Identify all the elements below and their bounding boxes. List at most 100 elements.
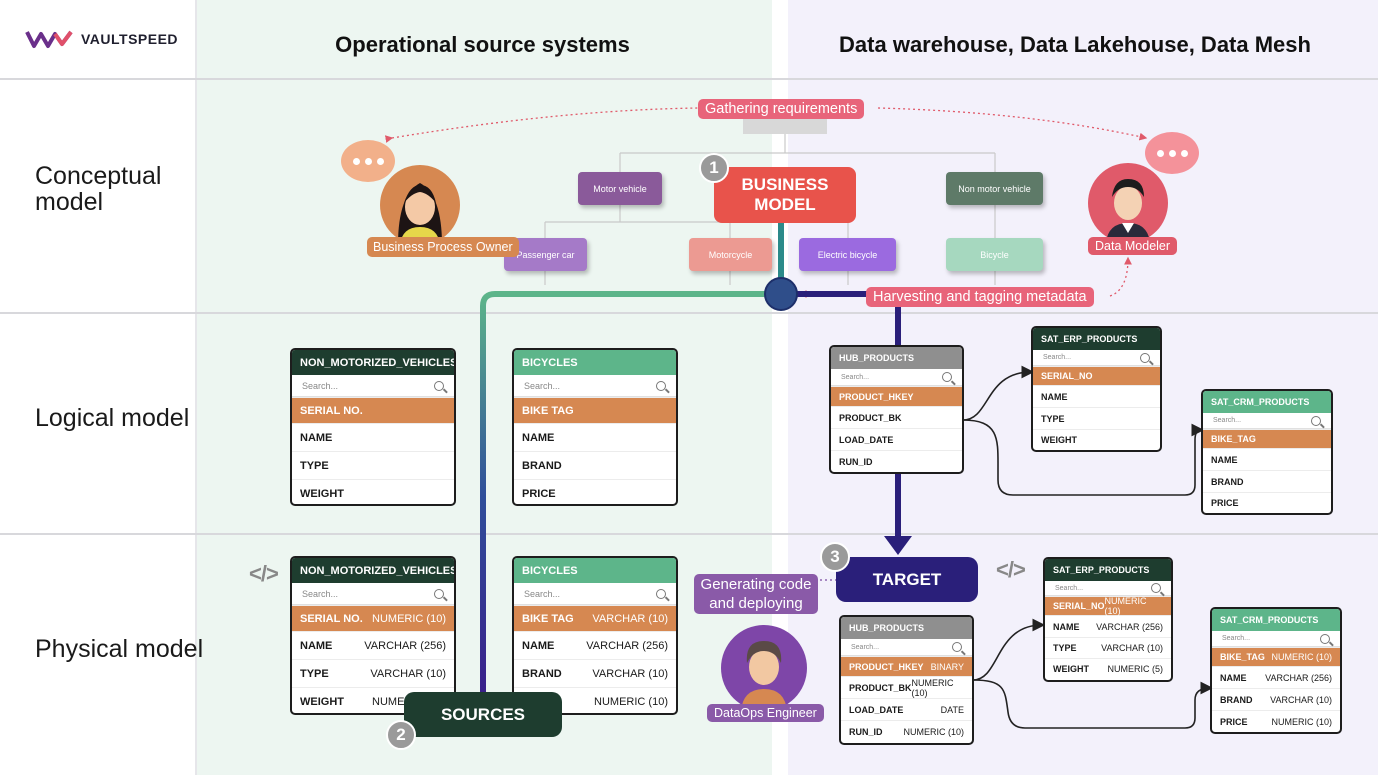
table-row: SERIAL NO.NUMERIC (10) (292, 605, 454, 631)
table-row: PRODUCT_HKEY BINARY (841, 656, 972, 676)
table-search-input[interactable]: Search... (831, 369, 962, 386)
field-name: NAME (1211, 454, 1238, 465)
data-modeler-avatar (1088, 163, 1168, 243)
field-name: NAME (1041, 391, 1068, 402)
tree-node-bicycle: Bicycle (946, 238, 1043, 271)
table-search-input[interactable]: Search... (841, 639, 972, 656)
table-search-input[interactable]: Search... (292, 583, 454, 605)
search-placeholder: Search... (524, 588, 561, 599)
field-name: WEIGHT (1053, 664, 1089, 674)
step-badge-3: 3 (820, 542, 850, 572)
table-search-input[interactable]: Search... (1212, 631, 1340, 647)
search-icon (942, 372, 952, 382)
tree-node-non-motor-vehicle: Non motor vehicle (946, 172, 1043, 205)
table-title: BICYCLES (514, 350, 676, 375)
table-row: PRODUCT_BK (831, 406, 962, 428)
field-type: VARCHAR (256) (586, 639, 668, 652)
table-row: NUMERIC (10) (514, 687, 676, 713)
table-row: BRAND (1203, 470, 1331, 492)
person-icon (1106, 179, 1150, 243)
table-row: WEIGHT (1033, 429, 1160, 450)
table-search-input[interactable]: Search... (1045, 581, 1171, 596)
table-title: NON_MOTORIZED_VEHICLES (292, 558, 454, 583)
table-title: SAT_ERP_PRODUCTS (1033, 328, 1160, 350)
field-type: NUMERIC (10) (1104, 596, 1147, 616)
field-type: NUMERIC (10) (594, 695, 668, 708)
table-row: NAME VARCHAR (256) (514, 631, 676, 659)
table-row: WEIGHT (292, 479, 454, 504)
field-type: BINARY (930, 661, 964, 672)
field-name: SERIAL_NO (1053, 601, 1105, 611)
field-name: NAME (522, 639, 555, 652)
row-label-logical: Logical model (35, 404, 190, 432)
table-row: TYPE (292, 451, 454, 479)
tree-node-electric-bicycle: Electric bicycle (799, 238, 896, 271)
search-icon (434, 380, 444, 391)
table-search-input[interactable]: Search... (514, 375, 676, 397)
tree-node-motor-vehicle: Motor vehicle (578, 172, 662, 205)
table-row: PRICE (514, 479, 676, 504)
sources-button[interactable]: SOURCES (404, 692, 562, 737)
divider (195, 0, 197, 775)
field-name: RUN_ID (839, 456, 873, 467)
row-label-physical: Physical model (35, 635, 204, 663)
table-search-input[interactable]: Search... (1203, 413, 1331, 429)
table-row: NAME (1203, 448, 1331, 470)
field-type: VARCHAR (256) (1265, 672, 1332, 683)
field-name: BRAND (522, 667, 562, 680)
field-name: PRODUCT_HKEY (849, 661, 924, 672)
search-placeholder: Search... (1055, 584, 1084, 592)
table-row: BIKE_TAG (1203, 429, 1331, 448)
field-type: VARCHAR (256) (1096, 621, 1163, 632)
search-icon (434, 588, 444, 599)
table-title: NON_MOTORIZED_VEHICLES (292, 350, 454, 375)
source-column-heading: Operational source systems (335, 32, 630, 57)
field-type: VARCHAR (10) (592, 667, 668, 680)
search-icon (656, 588, 666, 599)
table-search-input[interactable]: Search... (514, 583, 676, 605)
target-button[interactable]: TARGET (836, 557, 978, 602)
field-name: TYPE (300, 459, 329, 472)
field-type: NUMERIC (10) (372, 612, 446, 625)
field-name: BIKE TAG (522, 404, 574, 417)
business-process-owner-label: Business Process Owner (367, 237, 519, 257)
person-icon (741, 641, 787, 711)
table-title: HUB_PRODUCTS (841, 617, 972, 639)
code-icon: </> (996, 557, 1026, 582)
tree-node-motorcycle: Motorcycle (689, 238, 772, 271)
logical-table-sat-erp-products: SAT_ERP_PRODUCTS Search... SERIAL_NO NAM… (1031, 326, 1162, 452)
table-search-input[interactable]: Search... (292, 375, 454, 397)
vaultspeed-logo-icon (25, 30, 73, 48)
step-badge-1: 1 (699, 153, 729, 183)
field-name: BIKE_TAG (1211, 434, 1256, 444)
search-placeholder: Search... (524, 380, 561, 391)
table-row: SERIAL NO. (292, 397, 454, 423)
logical-table-bicycles: BICYCLES Search... BIKE TAG NAME BRAND P… (512, 348, 678, 506)
generating-code-label: Generating code and deploying (694, 574, 818, 614)
field-name: BRAND (1220, 694, 1253, 705)
brand-logo: VAULTSPEED (25, 28, 178, 50)
dataops-engineer-avatar (721, 625, 807, 711)
table-row: NAME (1033, 385, 1160, 407)
field-name: BRAND (1211, 476, 1244, 487)
search-icon (1320, 633, 1330, 644)
search-placeholder: Search... (1213, 417, 1242, 424)
field-name: SERIAL_NO (1041, 371, 1093, 381)
search-placeholder: Search... (302, 380, 339, 391)
field-name: PRICE (1211, 498, 1239, 508)
table-title: SAT_ERP_PRODUCTS (1045, 559, 1171, 581)
field-type: NUMERIC (10) (1271, 716, 1332, 727)
table-search-input[interactable]: Search... (1033, 350, 1160, 366)
table-row: TYPE (1033, 407, 1160, 429)
field-type: NUMERIC (10) (911, 677, 954, 698)
field-type: VARCHAR (10) (592, 612, 668, 625)
field-name: NAME (1220, 672, 1247, 683)
search-placeholder: Search... (1043, 354, 1072, 361)
